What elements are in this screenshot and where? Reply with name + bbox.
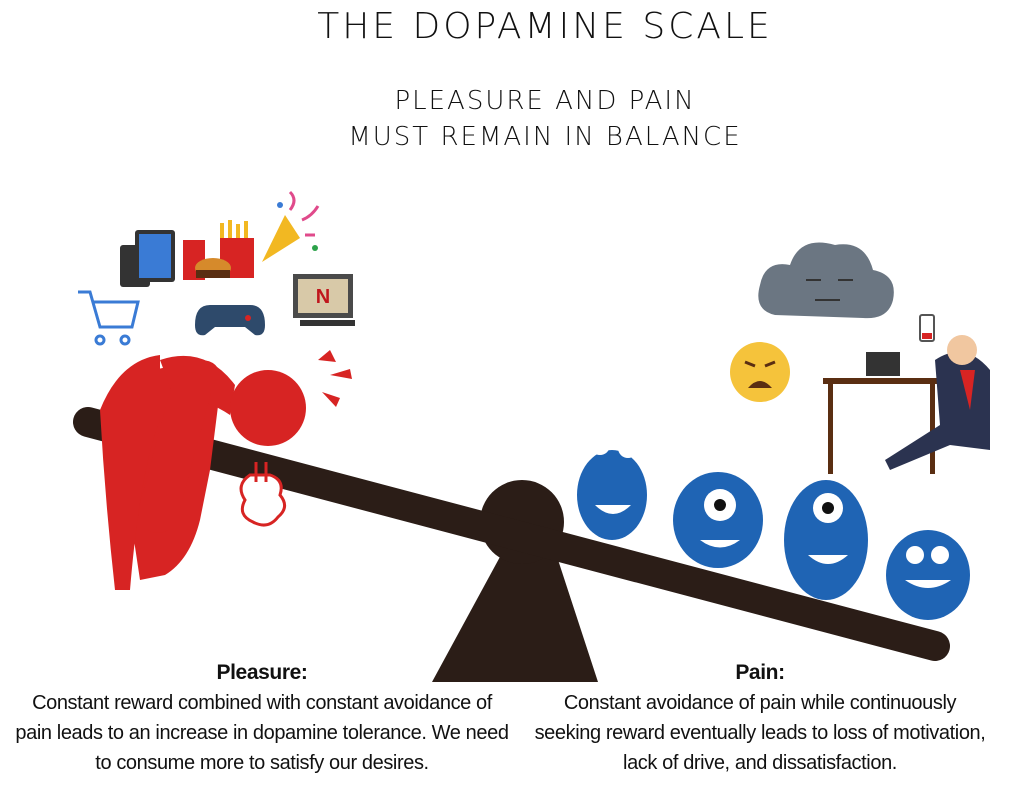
game-controller-icon bbox=[195, 305, 265, 336]
fast-food-icon bbox=[183, 220, 254, 280]
pleasure-section: Pleasure: Constant reward combined with … bbox=[12, 658, 512, 778]
tired-office-worker-icon bbox=[823, 335, 990, 474]
party-popper-icon bbox=[262, 190, 320, 262]
pain-description: Constant avoidance of pain while continu… bbox=[534, 692, 986, 774]
netflix-logo: N bbox=[316, 286, 330, 308]
subtitle-line-2: MUST REMAIN IN BALANCE bbox=[348, 122, 742, 152]
subtitle-line-1: PLEASURE AND PAIN bbox=[394, 86, 696, 116]
blue-monsters-icon bbox=[577, 435, 970, 620]
pain-heading: Pain: bbox=[735, 661, 785, 684]
sad-cloud-icon bbox=[758, 242, 894, 319]
television-icon: N bbox=[293, 274, 355, 326]
exhausted-figure-icon bbox=[100, 350, 352, 590]
pleasure-description: Constant reward combined with constant a… bbox=[15, 692, 509, 774]
seesaw-plank bbox=[73, 407, 950, 661]
pleasure-heading: Pleasure: bbox=[216, 661, 308, 684]
shopping-cart-icon bbox=[78, 290, 140, 346]
pain-section: Pain: Constant avoidance of pain while c… bbox=[530, 658, 990, 778]
page-title: THE DOPAMINE SCALE bbox=[317, 6, 773, 47]
low-battery-icon bbox=[919, 314, 935, 342]
tablet-icon bbox=[120, 230, 175, 287]
weary-face-icon bbox=[730, 342, 790, 402]
